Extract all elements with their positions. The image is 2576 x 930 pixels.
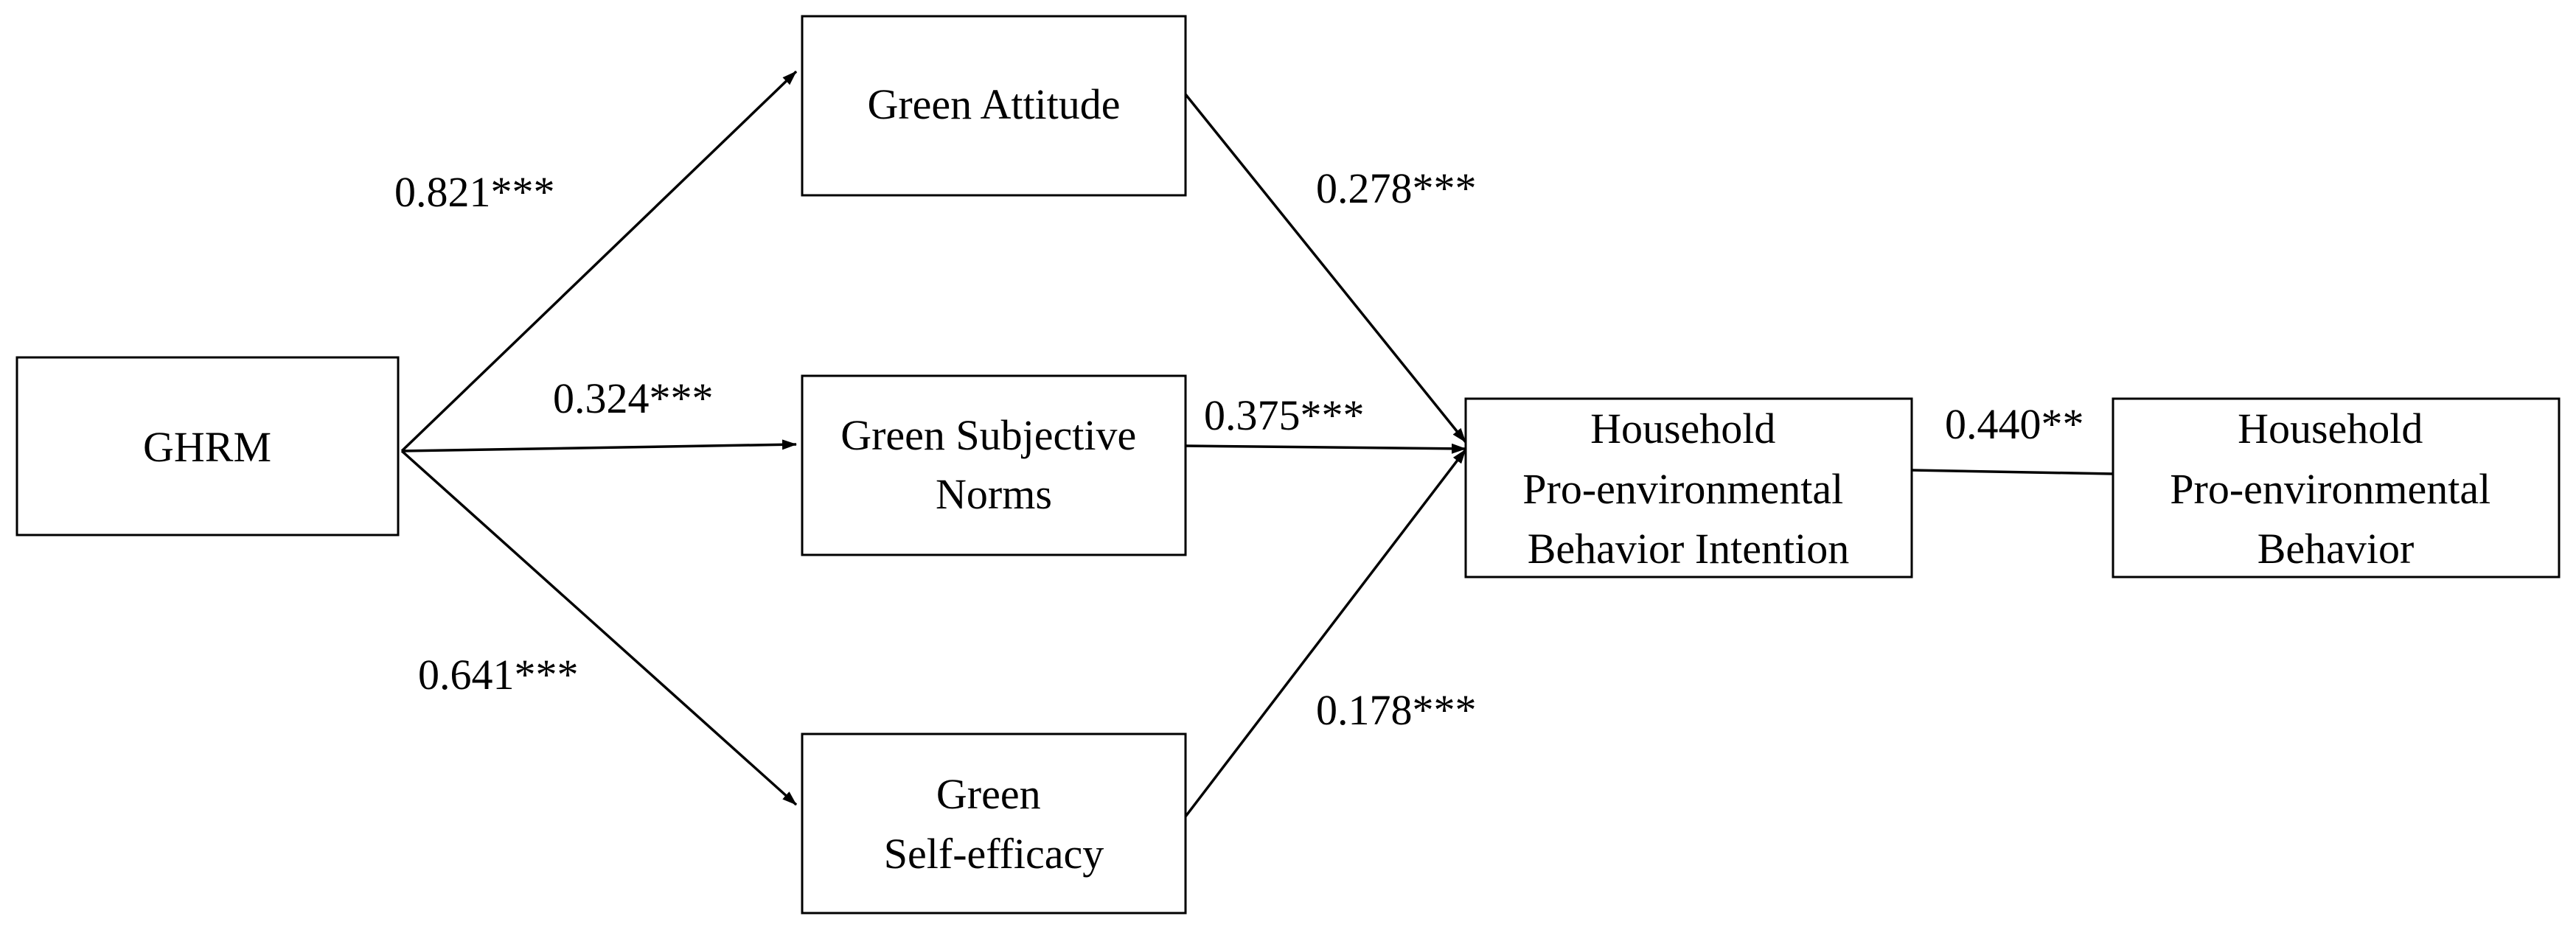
node-behavior: Household Pro-environmental Behavior xyxy=(2112,397,2561,578)
edge-efficacy-to-intention xyxy=(1184,448,1467,818)
node-green-attitude: Green Attitude xyxy=(801,15,1187,197)
node-behavior-intention-label: Household Pro-environmental Behavior Int… xyxy=(1522,405,1853,573)
edge-label-efficacy-intention: 0.178*** xyxy=(1316,686,1477,734)
edge-attitude-to-intention xyxy=(1184,93,1467,444)
edge-labels: 0.821*** 0.324*** 0.641*** 0.278*** 0.37… xyxy=(394,164,2084,734)
edge-ghrm-to-efficacy xyxy=(400,450,798,806)
edges xyxy=(400,70,2114,818)
node-green-subjective-norms: Green Subjective Norms xyxy=(801,374,1187,556)
edge-ghrm-to-norms xyxy=(401,439,797,452)
edge-label-ghrm-attitude: 0.821*** xyxy=(394,168,555,216)
edge-label-intention-behavior: 0.440** xyxy=(1945,400,2084,448)
node-green-self-efficacy: Green Self-efficacy xyxy=(801,733,1187,915)
edge-norms-to-intention xyxy=(1185,443,1466,454)
node-green-subjective-norms-label: Green Subjective Norms xyxy=(840,411,1147,518)
edge-ghrm-to-attitude xyxy=(400,70,798,452)
edge-label-ghrm-efficacy: 0.641*** xyxy=(418,651,579,699)
node-ghrm-label: GHRM xyxy=(143,423,271,471)
node-green-self-efficacy-label: Green Self-efficacy xyxy=(884,770,1104,878)
edge-intention-to-behavior xyxy=(1911,469,2114,475)
node-green-attitude-label: Green Attitude xyxy=(867,80,1120,128)
node-ghrm: GHRM xyxy=(15,356,400,536)
edge-label-ghrm-norms: 0.324*** xyxy=(553,374,714,422)
node-behavior-label: Household Pro-environmental Behavior xyxy=(2170,405,2501,573)
node-behavior-intention: Household Pro-environmental Behavior Int… xyxy=(1464,397,1913,578)
edge-label-norms-intention: 0.375*** xyxy=(1204,391,1365,439)
edge-label-attitude-intention: 0.278*** xyxy=(1316,164,1477,212)
